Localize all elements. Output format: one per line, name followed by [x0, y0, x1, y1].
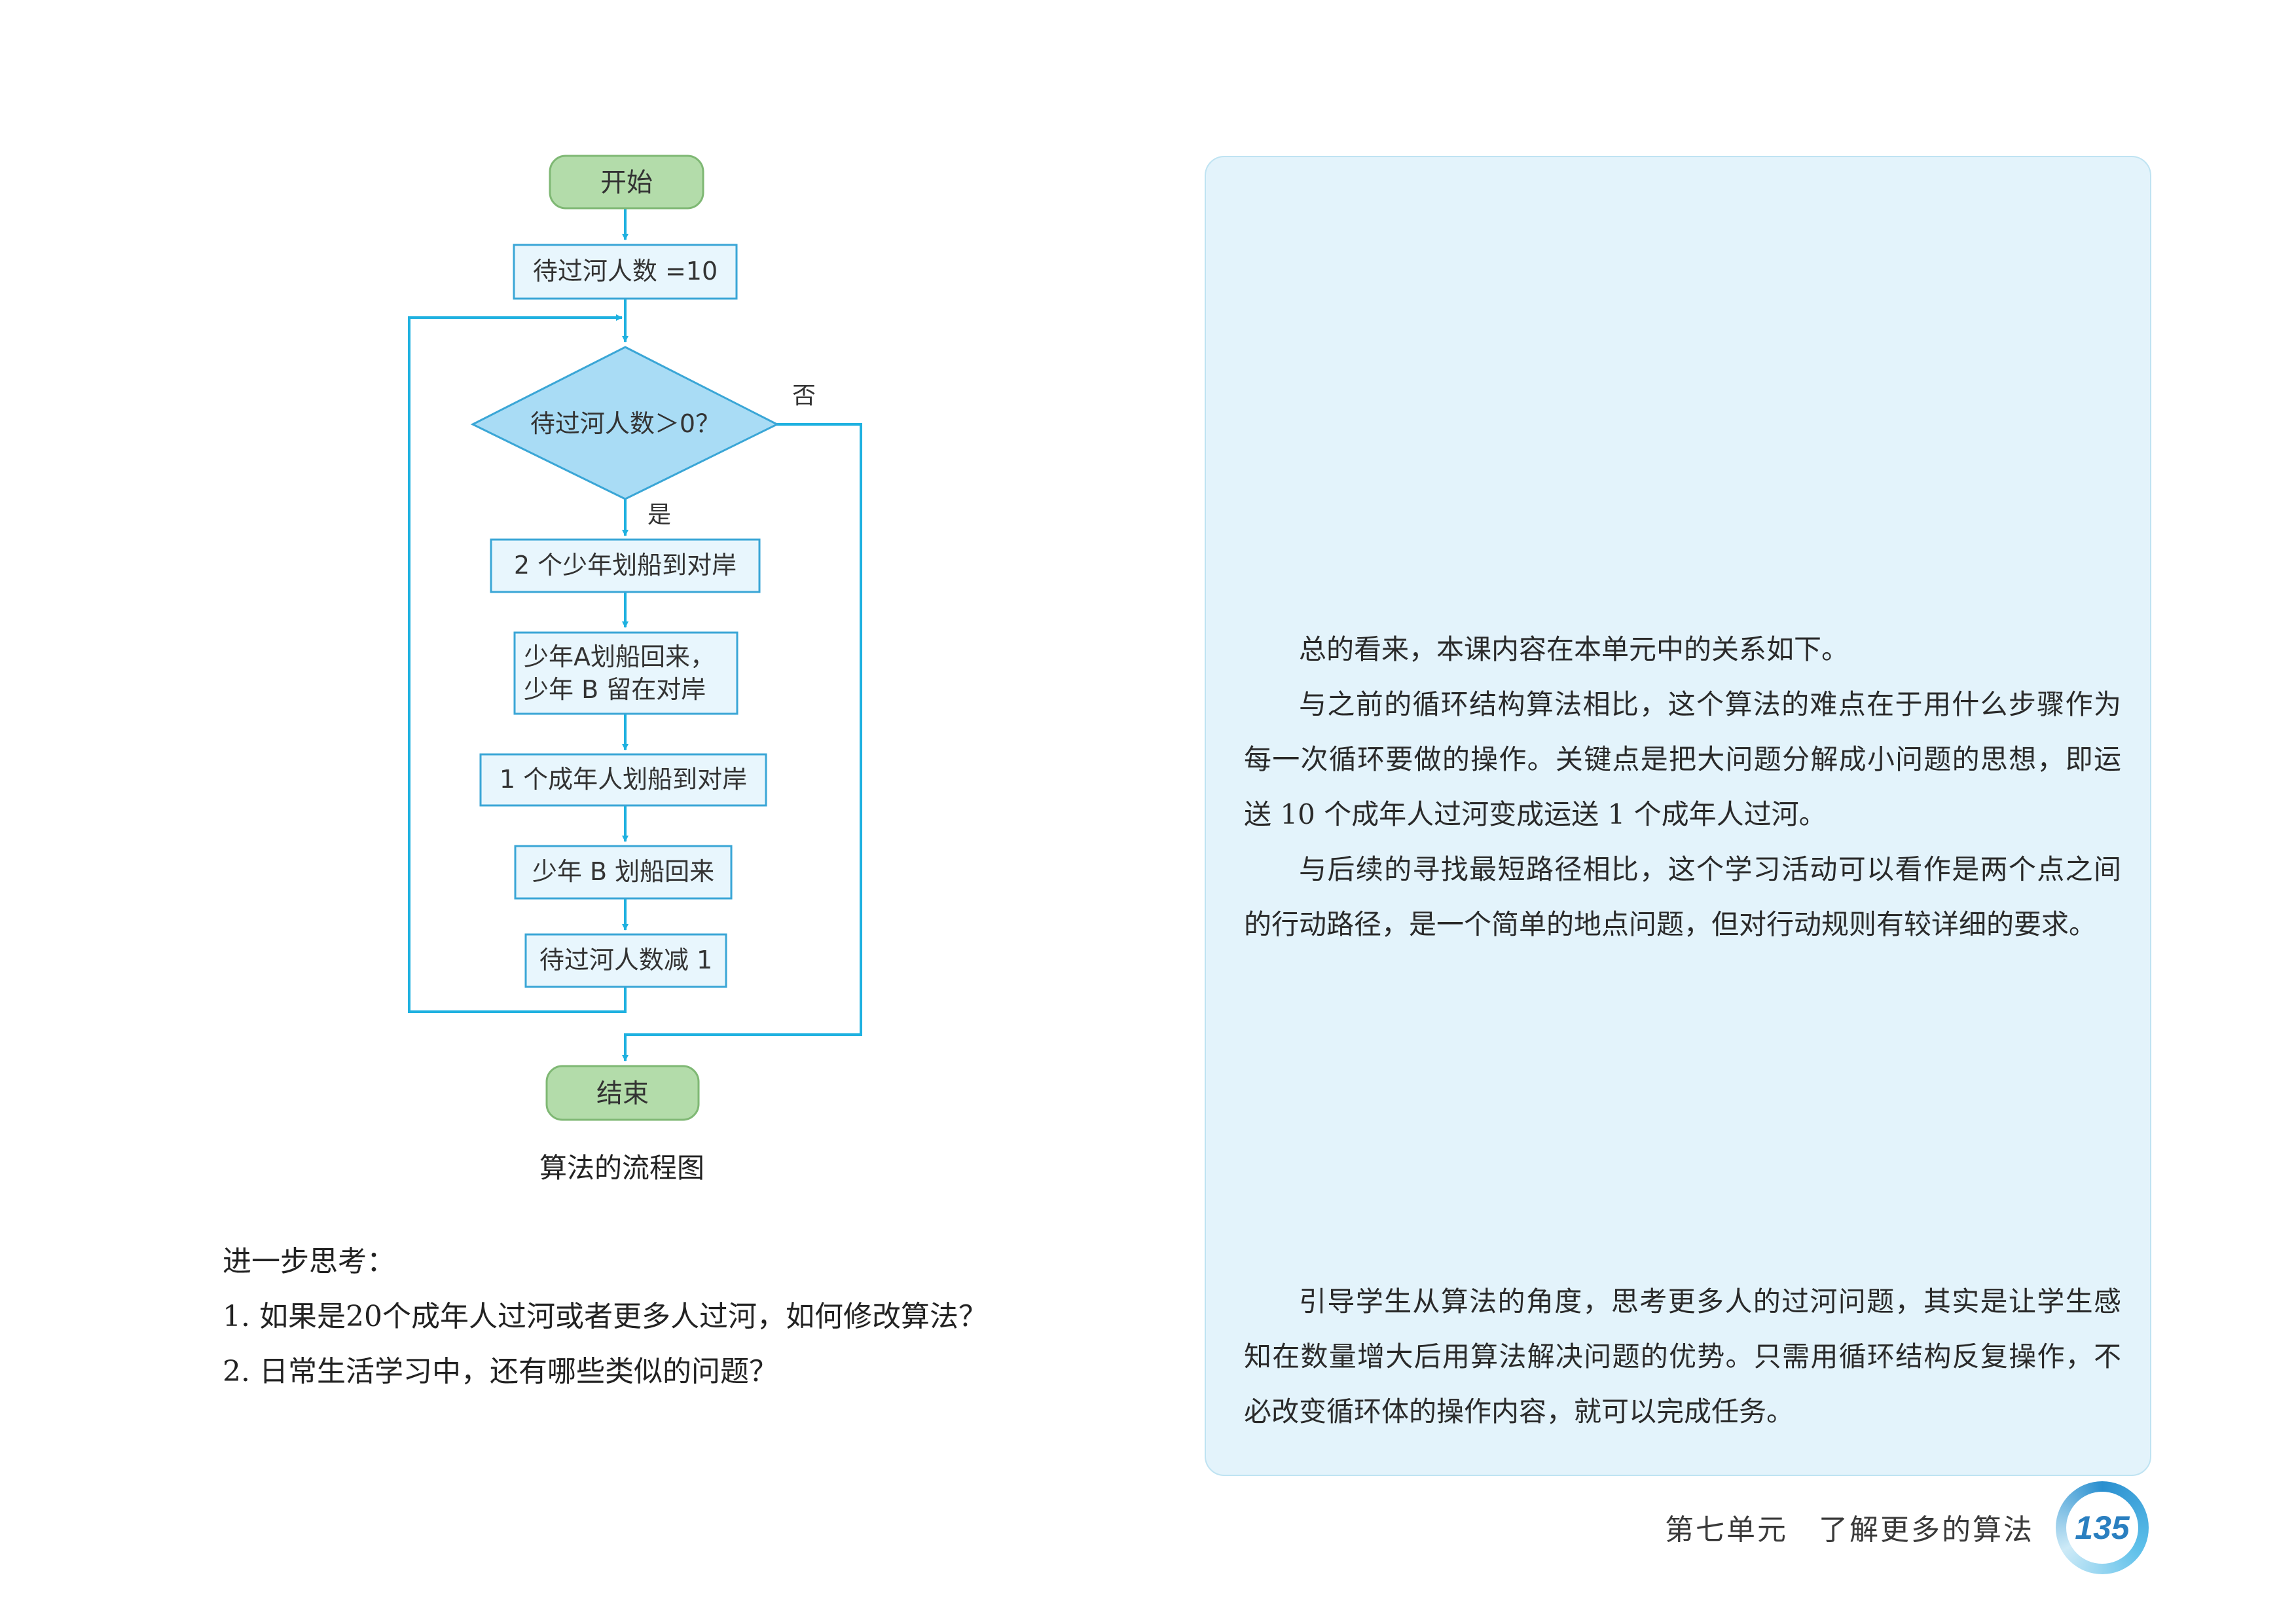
- end-terminal: 结束: [545, 1065, 700, 1121]
- teacher-notes-panel: [1205, 156, 2151, 1476]
- no-branch-arrow: [622, 423, 862, 1061]
- decision-diamond: [470, 346, 780, 500]
- step3-label: 1 个成年人划船到对岸: [500, 765, 747, 794]
- notes-paragraph-2: 与之前的循环结构算法相比，这个算法的难点在于用什么步骤作为每一次循环要做的操作。…: [1244, 688, 2121, 830]
- notes-paragraph-4: 引导学生从算法的角度，思考更多人的过河问题，其实是让学生感知在数量增大后用算法解…: [1244, 1285, 2121, 1428]
- unit-title: 第七单元 了解更多的算法: [1665, 1513, 2034, 1547]
- step1-box: [490, 538, 761, 593]
- init-process: 待过河人数 =10: [513, 244, 738, 300]
- step4-box: [514, 845, 733, 900]
- page-number-badge: 135: [2056, 1481, 2149, 1574]
- step3-process: 1 个成年人划船到对岸: [479, 753, 767, 807]
- algorithm-flowchart: 开始 待过河人数 =10 待过河人数＞0？ 否 是 2 个少年划船到对岸 少年A…: [408, 155, 862, 1121]
- flow-connectors: [408, 208, 862, 1061]
- page-number-badge-inner: 135: [2066, 1492, 2138, 1564]
- step4-process: 少年 B 划船回来: [514, 845, 733, 900]
- step5-box: [524, 933, 727, 988]
- start-shape: [549, 155, 704, 210]
- step4-label: 少年 B 划船回来: [532, 857, 714, 886]
- decision-label: 待过河人数＞0？: [530, 409, 720, 438]
- step5-process: 待过河人数减 1: [524, 933, 727, 988]
- decision-node: 待过河人数＞0？: [470, 346, 780, 500]
- end-shape: [545, 1065, 700, 1121]
- start-label: 开始: [600, 168, 653, 198]
- question-1: 1. 如果是20个成年人过河或者更多人过河，如何修改算法？: [223, 1300, 987, 1333]
- start-terminal: 开始: [549, 155, 704, 210]
- step3-box: [479, 753, 767, 807]
- end-label: 结束: [596, 1079, 649, 1109]
- yes-label: 是: [647, 502, 671, 528]
- step5-label: 待过河人数减 1: [539, 946, 712, 974]
- step1-label: 2 个少年划船到对岸: [514, 551, 737, 580]
- page-number: 135: [2075, 1509, 2130, 1546]
- notes-paragraph-3: 与后续的寻找最短路径相比，这个学习活动可以看作是两个点之间的行动路径，是一个简单…: [1244, 853, 2121, 940]
- init-box: [513, 244, 738, 300]
- step1-process: 2 个少年划船到对岸: [490, 538, 761, 593]
- init-label: 待过河人数 =10: [533, 257, 718, 286]
- flowchart-caption: 算法的流程图: [539, 1152, 704, 1184]
- step2-box: [513, 631, 738, 715]
- notes-paragraph-1: 总的看来，本课内容在本单元中的关系如下。: [1299, 633, 1850, 665]
- question-2: 2. 日常生活学习中，还有哪些类似的问题？: [223, 1355, 778, 1388]
- step2-process: 少年A划船回来， 少年 B 留在对岸: [513, 631, 738, 715]
- further-thinking: 进一步思考： 1. 如果是20个成年人过河或者更多人过河，如何修改算法？ 2. …: [223, 1234, 1074, 1399]
- step2-label-line2: 少年 B 留在对岸: [524, 675, 706, 704]
- loop-back-arrow: [408, 314, 627, 1013]
- further-thinking-title: 进一步思考：: [223, 1245, 395, 1278]
- no-label: 否: [792, 382, 816, 409]
- step2-label-line1: 少年A划船回来，: [524, 642, 715, 671]
